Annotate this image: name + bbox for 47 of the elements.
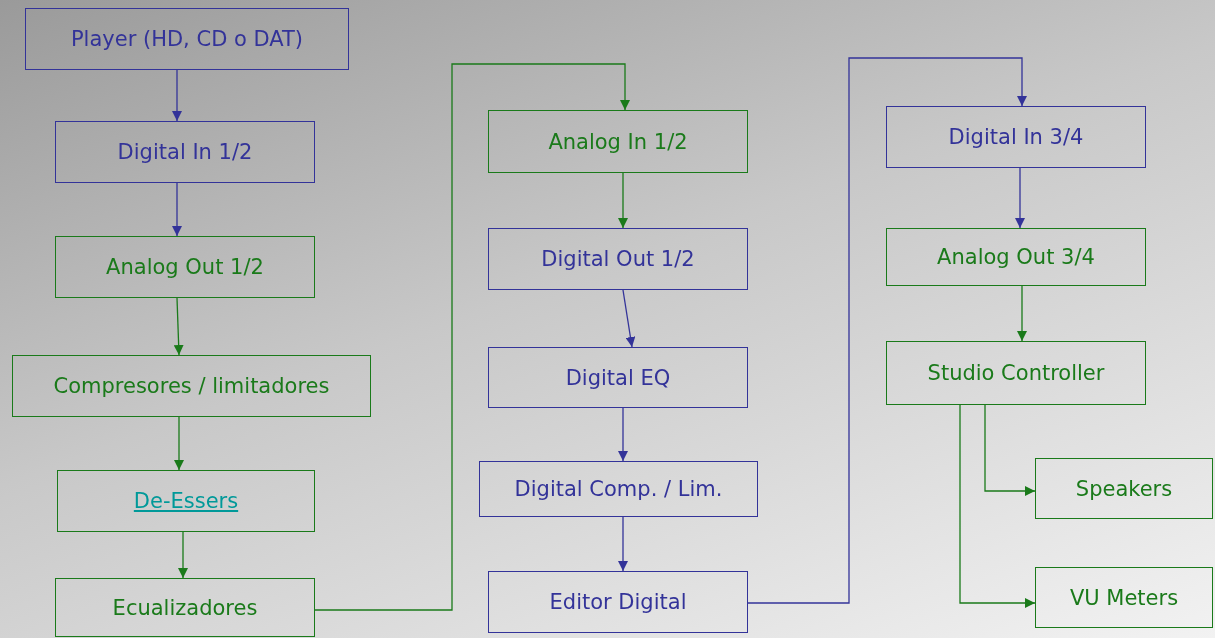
process-box (886, 106, 1146, 168)
arrow (174, 416, 184, 471)
box-label: Analog Out 1/2 (106, 255, 264, 279)
arrow (1017, 285, 1027, 342)
process-box (488, 228, 748, 290)
box-label: Digital In 3/4 (948, 125, 1084, 149)
arrow (1015, 167, 1025, 229)
process-box (55, 236, 315, 298)
box-label: Digital EQ (565, 365, 671, 390)
process-box (55, 121, 315, 183)
box-label: Analog Out 3/4 (937, 245, 1095, 269)
box-label: Ecualizadores (112, 595, 258, 620)
arrow (984, 404, 1036, 496)
link: De-Essers (133, 489, 239, 513)
box-label: VU Meters (1069, 585, 1179, 610)
box-label: Digital In 1/2 (117, 140, 253, 164)
process-box (488, 571, 748, 633)
arrow (622, 289, 636, 348)
arrow (172, 182, 182, 237)
box-label: Speakers (1075, 476, 1173, 501)
box-label: Player (HD, CD o DAT) (70, 27, 304, 51)
process-box (1035, 458, 1213, 519)
box-label: Digital Comp. / Lim. (514, 477, 723, 501)
box-label: Digital Out 1/2 (541, 247, 695, 271)
arrow (173, 297, 184, 356)
arrow (314, 63, 630, 611)
process-box (55, 578, 315, 637)
process-box (1035, 567, 1213, 628)
arrow (618, 516, 628, 572)
process-box (12, 355, 371, 417)
process-box (25, 8, 349, 70)
process-box (479, 461, 758, 517)
arrow (172, 69, 182, 122)
process-box (886, 228, 1146, 286)
process-box (488, 110, 748, 173)
link-box (57, 470, 315, 532)
arrow (618, 407, 628, 462)
arrow (618, 172, 628, 229)
box-label: Compresores / limitadores (53, 374, 330, 398)
arrow (178, 531, 188, 579)
process-box (488, 347, 748, 408)
arrow (747, 57, 1027, 604)
box-label: Editor Digital (549, 590, 687, 614)
box-label: Studio Controller (927, 361, 1105, 385)
box-label: Analog In 1/2 (548, 129, 688, 154)
process-box (886, 341, 1146, 405)
arrow (959, 404, 1036, 608)
